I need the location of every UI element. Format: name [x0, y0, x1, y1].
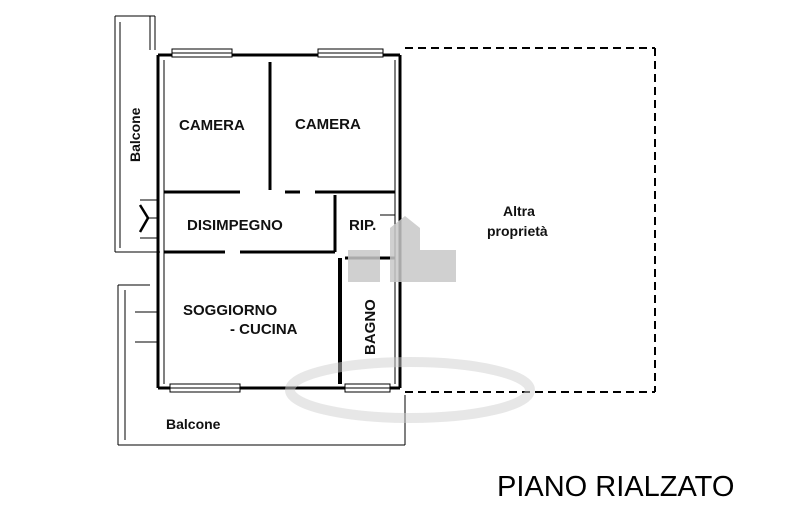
floor-title: PIANO RIALZATO: [497, 471, 734, 503]
room-label-ripostiglio: RIP.: [349, 217, 376, 234]
other-property-label-2: proprietà: [487, 223, 548, 239]
windows-top: [171, 48, 384, 58]
room-label-soggiorno: SOGGIORNO: [183, 302, 278, 319]
room-label-bagno: BAGNO: [362, 299, 379, 355]
watermark-house-icon: [285, 216, 535, 423]
room-label-camera-1: CAMERA: [179, 117, 245, 134]
room-label-disimpegno: DISIMPEGNO: [187, 217, 283, 234]
balcone-left-label: Balcone: [127, 107, 143, 162]
windows-left: [135, 199, 158, 343]
windows-bottom: [169, 383, 391, 393]
balcone-left-outline: [114, 15, 160, 253]
other-property-label-1: Altra: [503, 203, 535, 219]
other-property-boundary: [405, 47, 656, 393]
balcone-bottom-label: Balcone: [166, 416, 221, 432]
room-label-camera-2: CAMERA: [295, 116, 361, 133]
room-label-cucina: - CUCINA: [230, 321, 298, 338]
